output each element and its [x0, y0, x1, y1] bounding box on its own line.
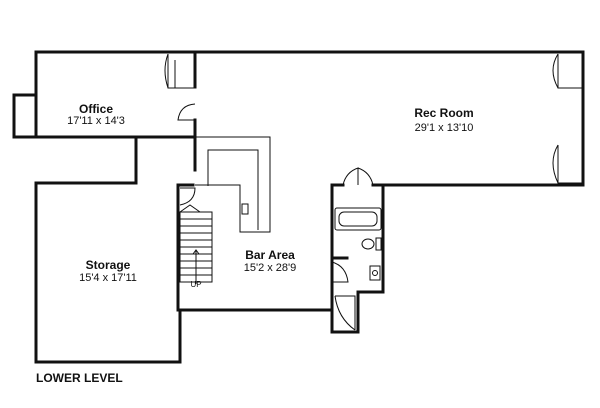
outer-wall-main [34, 50, 585, 364]
toilet [361, 238, 375, 250]
door-rec-right-lower [552, 144, 583, 184]
door-stair [179, 187, 196, 206]
door-office [177, 103, 196, 121]
bar-sink [241, 203, 249, 215]
bar-counter [195, 136, 271, 233]
office-bumpout-wall [12, 93, 38, 139]
stair-direction-label: UP [190, 280, 201, 289]
storage-name: Storage [86, 258, 131, 272]
door-bath-left [331, 261, 349, 283]
stairs: UP [179, 204, 213, 289]
bar-area-dims: 15'2 x 28'9 [244, 262, 297, 274]
door-closet [334, 295, 356, 331]
storage-dims: 15'4 x 17'11 [79, 272, 137, 284]
bathtub [334, 207, 382, 231]
rec-room-dims: 29'1 x 13'10 [415, 122, 474, 134]
door-office-rec [164, 53, 195, 89]
bar-counter-inner [207, 149, 259, 230]
rec-room-name: Rec Room [414, 106, 473, 120]
bathroom-fixtures [334, 207, 382, 281]
bar-area-name: Bar Area [245, 248, 295, 262]
vanity-sink [369, 265, 381, 281]
door-rec-right-upper [552, 53, 583, 89]
office-name: Office [79, 102, 113, 116]
bar-counter-outer [195, 136, 271, 233]
interior-walls [134, 50, 385, 312]
room-labels: Office 17'11 x 14'3 Rec Room 29'1 x 13'1… [67, 102, 474, 284]
doors [164, 53, 583, 331]
door-bath-top [342, 167, 374, 186]
office-dims: 17'11 x 14'3 [67, 115, 125, 127]
stair-landing [179, 204, 201, 213]
exterior-walls [12, 50, 585, 364]
level-label: LOWER LEVEL [36, 371, 123, 385]
